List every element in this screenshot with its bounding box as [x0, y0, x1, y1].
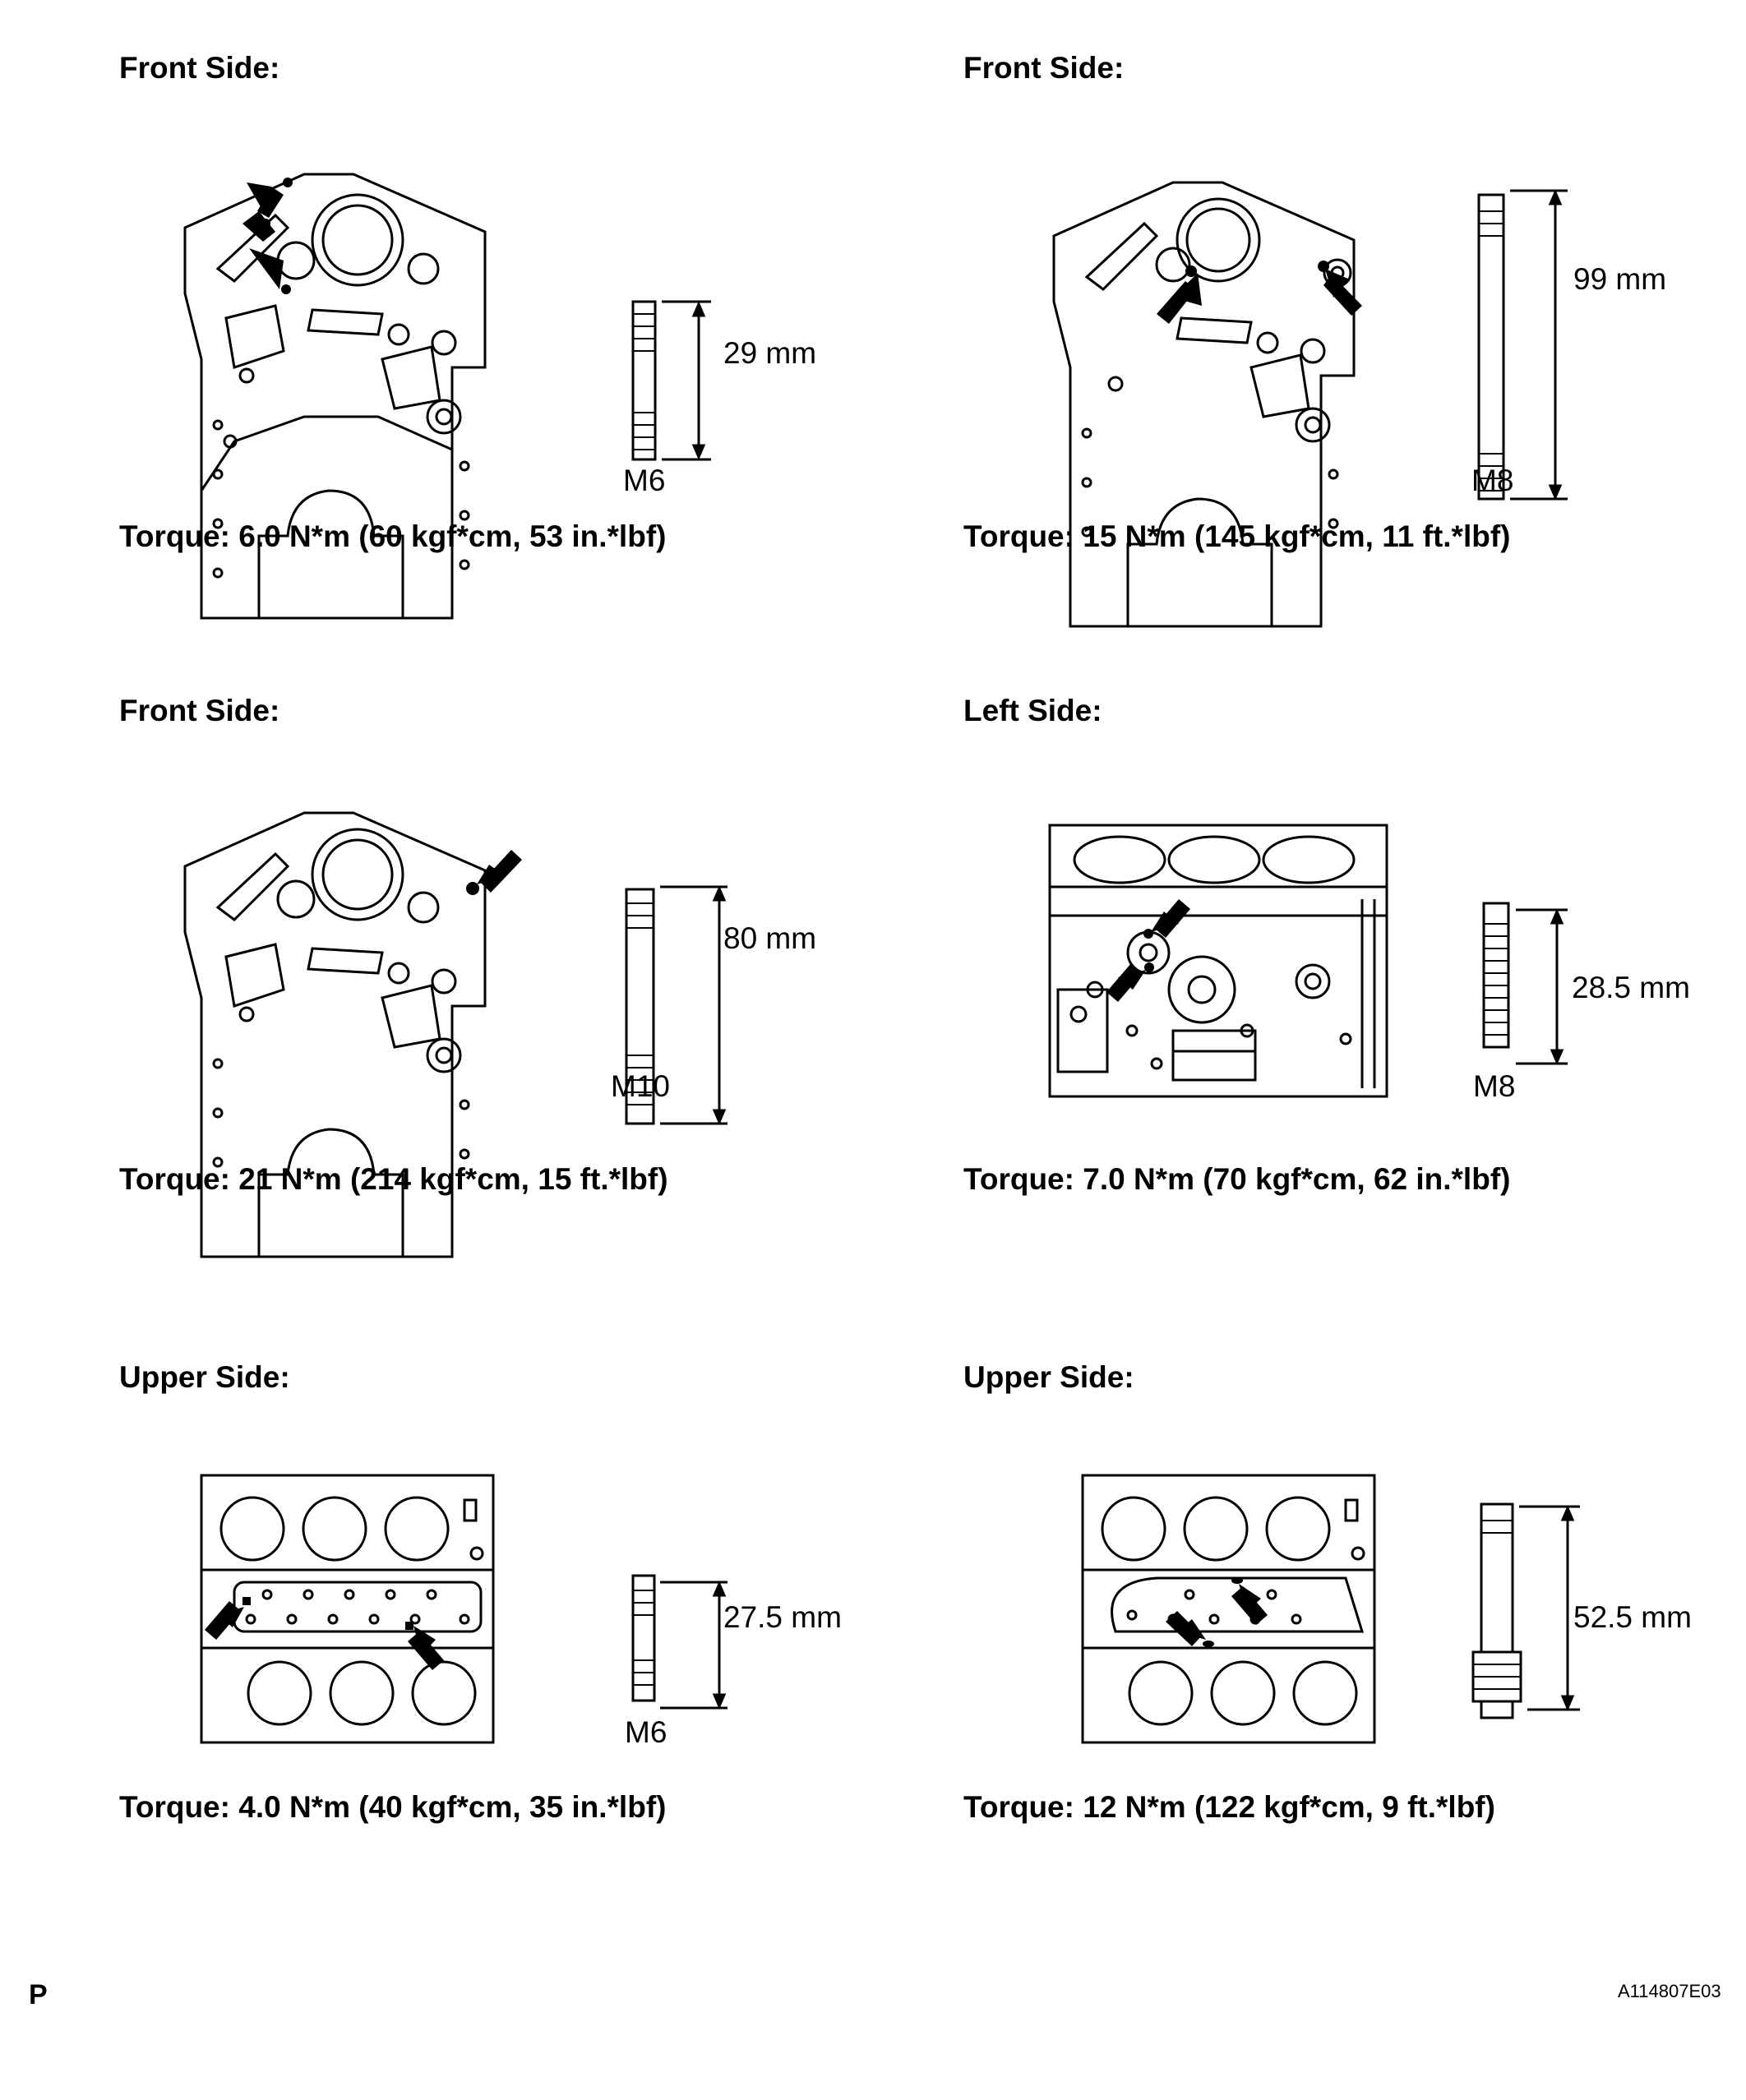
panel-heading: Upper Side:	[119, 1360, 290, 1394]
stud-bolt	[1477, 189, 1568, 501]
front-block-figure: 29 mm M6	[183, 173, 816, 620]
upper-block-drawing	[200, 1474, 495, 1744]
figure-code: A114807E03	[1618, 1981, 1721, 2001]
left-block-figure: 28.5 mm M8	[1048, 824, 1690, 1103]
stud-length-label: 52.5 mm	[1573, 1600, 1692, 1634]
front-block-figure: 99 mm M8	[1052, 181, 1666, 628]
thread-size-label: M8	[1471, 464, 1513, 497]
upper-block-figure: 27.5 mm M6	[200, 1474, 842, 1749]
torque-spec: Torque: 6.0 N*m (60 kgf*cm, 53 in.*lbf)	[119, 519, 667, 553]
torque-spec: Torque: 21 N*m (214 kgf*cm, 15 ft.*lbf)	[119, 1162, 668, 1196]
thread-size-label: M8	[1473, 1069, 1515, 1103]
panel-heading: Front Side:	[963, 51, 1125, 85]
panel-heading: Upper Side:	[963, 1360, 1134, 1394]
location-arrows	[1166, 1577, 1268, 1647]
location-arrows	[1106, 899, 1190, 1002]
torque-spec: Torque: 15 N*m (145 kgf*cm, 11 ft.*lbf)	[963, 519, 1511, 553]
panel-upper-side-52-5mm: Upper Side: 52.5 mm Torque: 12 N*m (122	[963, 1360, 1746, 2001]
location-arrows	[205, 1597, 444, 1670]
stud-bolt	[631, 300, 711, 461]
panel-front-side-m6: Front Side: 29 mm M6	[119, 51, 941, 692]
location-arrows	[1157, 261, 1362, 324]
panel-heading: Front Side:	[119, 694, 280, 727]
stud-bolt	[631, 1574, 728, 1710]
front-block-figure: 80 mm M10	[183, 811, 816, 1258]
upper-block-figure: 52.5 mm	[1081, 1474, 1692, 1744]
stud-length-label: 29 mm	[723, 336, 816, 370]
front-block-drawing	[183, 811, 487, 1258]
stud-length-label: 28.5 mm	[1572, 971, 1690, 1004]
thread-size-label: M6	[623, 464, 665, 497]
left-block-drawing	[1048, 824, 1388, 1098]
panel-front-side-m10: Front Side: 80 mm M10 Torque: 21 N*m (21…	[119, 694, 941, 1335]
panel-left-side-m8: Left Side: 28.5 mm M8 Torque	[963, 694, 1746, 1335]
torque-spec: Torque: 7.0 N*m (70 kgf*cm, 62 in.*lbf)	[963, 1162, 1511, 1196]
upper-block-drawing	[1081, 1474, 1376, 1744]
panel-upper-side-m6: Upper Side: 27.5 mm M6 Torque: 4.0 N*m (…	[119, 1360, 941, 2001]
stud-bolt	[625, 885, 728, 1125]
stud-bolt	[1482, 902, 1568, 1065]
panel-heading: Left Side:	[963, 694, 1102, 727]
front-block-drawing	[1052, 181, 1356, 628]
thread-size-label: M10	[611, 1069, 670, 1103]
stud-length-label: 27.5 mm	[723, 1600, 842, 1634]
stud-length-label: 99 mm	[1573, 262, 1666, 296]
panel-heading: Front Side:	[119, 51, 280, 85]
torque-spec: Torque: 4.0 N*m (40 kgf*cm, 35 in.*lbf)	[119, 1790, 667, 1824]
location-arrows	[242, 178, 293, 294]
stud-bolt	[1471, 1502, 1580, 1719]
torque-spec: Torque: 12 N*m (122 kgf*cm, 9 ft.*lbf)	[963, 1790, 1495, 1824]
panel-front-side-m8: Front Side: 99 mm M8 Torque: 15 N*m	[963, 51, 1746, 692]
page-letter: P	[29, 1979, 48, 2010]
location-arrows	[466, 850, 522, 895]
stud-length-label: 80 mm	[723, 921, 816, 955]
thread-size-label: M6	[625, 1715, 667, 1749]
